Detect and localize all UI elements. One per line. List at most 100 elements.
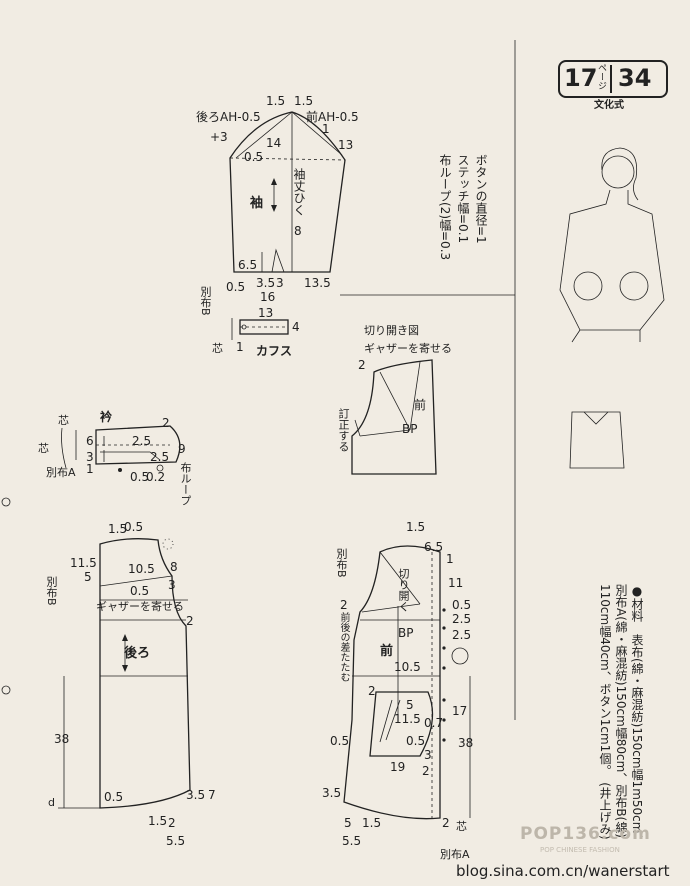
front-m07: 0.7 — [424, 716, 444, 730]
collar-m2: 2 — [162, 416, 170, 430]
front-m19: 19 — [390, 760, 406, 774]
front-tuck: 前後の差たたむ — [338, 612, 349, 682]
back-mark-d: d — [48, 796, 55, 809]
collar-loop: 布ループ — [179, 462, 192, 506]
cuff-title: カフス — [256, 344, 293, 358]
materials-line-3: 110cm幅40cm、ボタン1cm1個。 (井上げみ) — [598, 584, 612, 840]
front-m25b: 2.5 — [452, 628, 472, 642]
collar-m3: 3 — [86, 450, 94, 464]
collar-pattern — [61, 425, 181, 472]
binder-hole — [1, 685, 11, 695]
collar-title: 衿 — [100, 410, 113, 424]
materials-line-1: ●材料 表布(綿・麻混紡)150cm幅1m50cm、 — [630, 584, 644, 846]
back-m05top: 0.5 — [124, 520, 144, 534]
blog-url: blog.sina.com.cn/wanerstart — [456, 862, 670, 880]
collar-m1: 1 — [86, 462, 94, 476]
back-bodice-pattern — [58, 538, 191, 809]
front-m3: 3 — [424, 748, 432, 762]
watermark-logo: POP136.com — [520, 824, 651, 844]
sleeve-back-ah: 後ろAH-0.5 — [196, 110, 261, 124]
collar-fold: 芯 — [58, 414, 69, 427]
back-m8: 8 — [170, 560, 178, 574]
back-m55: 5.5 — [166, 834, 186, 848]
back-m38: 38 — [54, 732, 70, 746]
binder-hole — [1, 497, 11, 507]
front-m11: 11 — [448, 576, 464, 590]
note-loop-width: 布ループ(2)幅=0.3 — [438, 154, 452, 261]
back-m35: 3.5 — [186, 788, 206, 802]
front-bias: 別布B — [335, 548, 348, 578]
materials-line-2: 別布A(綿・麻混紡)150cm幅80cm、別布B(綿) — [614, 584, 628, 838]
front-m5b: 5 — [344, 816, 352, 830]
sleeve-m35: 3.5 — [256, 276, 276, 290]
sleeve-m16: 16 — [260, 290, 276, 304]
cuff-m4: 4 — [292, 320, 300, 334]
front-slash: 切り開く — [397, 568, 410, 612]
back-m3: 3 — [168, 578, 176, 592]
sleeve-m3: 3 — [276, 276, 284, 290]
note-button-diameter: ボタンの直径=1 — [474, 154, 488, 244]
sleeve-pattern — [229, 111, 346, 273]
sleeve-m14: 14 — [266, 136, 282, 150]
sleeve-length-seam: 袖丈ひく — [292, 168, 306, 216]
figure-pocket — [619, 271, 649, 301]
front-title: 前 — [380, 644, 394, 659]
front-bodice-pattern — [343, 545, 471, 820]
front-bp: BP — [398, 626, 414, 640]
back-m15b: 1.5 — [148, 814, 168, 828]
front-m38: 38 — [458, 736, 474, 750]
back-m5: 5 — [84, 570, 92, 584]
page-number-left: 17 — [564, 64, 598, 92]
front-m35: 3.5 — [322, 786, 342, 800]
back-m15: 1.5 — [108, 522, 128, 536]
slash-diagram — [351, 359, 437, 475]
fashion-illustration — [559, 147, 665, 469]
cuff-bias: 別布B — [199, 286, 212, 316]
sleeve-front-ah: 前AH-0.5 — [306, 110, 359, 124]
slash-front: 前 — [414, 398, 427, 412]
slash-gather: ギャザーを寄せる — [364, 342, 452, 355]
back-m105: 10.5 — [128, 562, 155, 576]
front-fold: 芯 — [456, 820, 467, 833]
collar-fold2: 芯 — [38, 442, 49, 455]
front-m5: 5 — [406, 698, 414, 712]
back-view-sketch — [569, 411, 625, 469]
front-m105: 10.5 — [394, 660, 421, 674]
slash-bp: BP — [402, 422, 418, 436]
front-m15b: 1.5 — [362, 816, 382, 830]
page-number-badge: 17 ページ 34 — [558, 60, 668, 98]
back-m2: 2 — [186, 614, 194, 628]
front-m2: 2 — [340, 598, 348, 612]
back-bias: 別布B — [45, 576, 58, 606]
front-m55: 5.5 — [342, 834, 362, 848]
collar-bias: 別布A — [46, 466, 76, 479]
back-title: 後ろ — [124, 646, 151, 661]
back-view-yoke — [583, 411, 609, 425]
sleeve-m8: 8 — [294, 224, 302, 238]
figure-jacket — [559, 189, 665, 331]
front-m05a: 0.5 — [452, 598, 472, 612]
back-m115: 11.5 — [70, 556, 97, 570]
drafting-style: 文化式 — [594, 100, 624, 111]
cuff-pattern — [231, 318, 289, 340]
figure-head — [601, 155, 635, 189]
sleeve-m05: 0.5 — [244, 150, 264, 164]
page-label: ページ — [596, 63, 606, 90]
front-m17: 17 — [452, 704, 468, 718]
back-gather: ギャザーを寄せる — [96, 600, 184, 613]
figure-legs — [571, 329, 641, 343]
front-m2d: 2 — [422, 764, 430, 778]
collar-m9: 9 — [178, 442, 186, 456]
front-m115: 11.5 — [394, 712, 421, 726]
figure-hair — [601, 147, 639, 201]
note-stitch-width: ステッチ幅=0.1 — [456, 154, 470, 244]
sleeve-m135: 13.5 — [304, 276, 331, 290]
back-m7: 7 — [208, 788, 216, 802]
slash-title: 切り開き図 — [364, 324, 419, 337]
front-m1: 1 — [446, 552, 454, 566]
front-m2c: 2 — [368, 684, 376, 698]
front-m05c: 0.5 — [330, 734, 350, 748]
figure-pocket — [573, 271, 603, 301]
